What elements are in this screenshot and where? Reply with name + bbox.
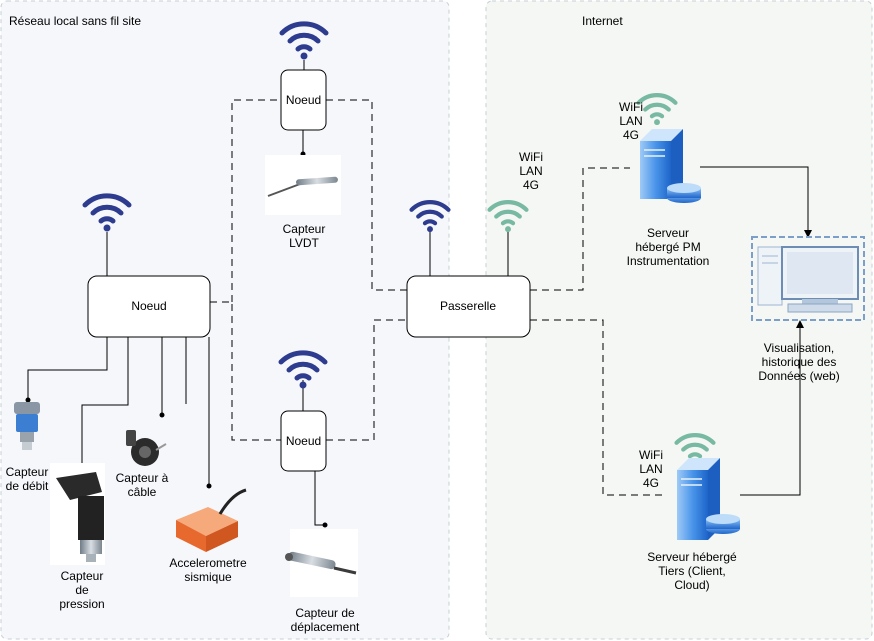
flow-sensor-label-line: Capteur	[6, 465, 49, 479]
server-pm-label-line: hébergé PM	[635, 240, 700, 254]
accelerometer-label-line: sismique	[184, 570, 232, 584]
server-pm-label-line: Serveur	[647, 226, 689, 240]
cable-sensor-label-line: Capteur à	[116, 471, 169, 485]
server-pm-label-line: Instrumentation	[627, 254, 710, 268]
gateway-link-types-line: WiFi	[519, 150, 543, 164]
node-bottom[interactable]: Noeud	[280, 410, 327, 472]
accelerometer-image	[176, 488, 247, 552]
zone-internet-title: Internet	[582, 14, 623, 28]
displacement-sensor-image	[285, 529, 358, 597]
client-computer-icon[interactable]	[751, 236, 865, 321]
node-left-label: Noeud	[131, 299, 166, 313]
node-top-label: Noeud	[286, 93, 321, 107]
server-pm-link-types-line: 4G	[623, 128, 639, 142]
server-pm-link-types-line: WiFi	[619, 100, 643, 114]
displacement-sensor-label-line: Capteur de	[295, 606, 355, 620]
gateway-box[interactable]: Passerelle	[406, 275, 531, 338]
pressure-sensor-label-line: de	[75, 583, 89, 597]
displacement-sensor-label-line: déplacement	[291, 620, 360, 634]
flow-sensor-image	[14, 402, 40, 450]
node-bottom-label: Noeud	[286, 434, 321, 448]
gateway-link-types-line: LAN	[519, 164, 542, 178]
client-computer-label-line: historique des	[762, 355, 837, 369]
pressure-sensor-image	[50, 463, 105, 565]
server-tiers-label-line: Serveur hébergé	[647, 550, 737, 564]
pressure-sensor-label-line: pression	[59, 597, 104, 611]
node-top[interactable]: Noeud	[280, 69, 327, 131]
solid-links	[27, 60, 812, 526]
network-dashed-links	[210, 99, 663, 496]
cable-sensor-image	[126, 430, 167, 466]
zone-local-title: Réseau local sans fil site	[9, 14, 141, 28]
server-tiers-icon[interactable]	[677, 458, 740, 540]
lvdt-sensor-image	[265, 155, 341, 215]
node-left[interactable]: Noeud	[87, 275, 211, 338]
server-tiers-label-line: Tiers (Client,	[658, 564, 726, 578]
client-computer-label-line: Données (web)	[758, 369, 839, 383]
server-pm-link-types-line: LAN	[619, 114, 642, 128]
cable-sensor-label-line: câble	[128, 485, 157, 499]
gateway-label: Passerelle	[440, 299, 496, 313]
flow-sensor-label-line: de débit	[6, 479, 49, 493]
server-pm-icon[interactable]	[640, 129, 701, 203]
gateway-link-types-line: 4G	[523, 178, 539, 192]
accelerometer-label-line: Accelerometre	[169, 556, 247, 570]
server-tiers-label-line: Cloud)	[674, 578, 709, 592]
pressure-sensor-label-line: Capteur	[61, 569, 104, 583]
server-tiers-link-types-line: 4G	[643, 476, 659, 490]
client-computer-label-line: Visualisation,	[764, 341, 835, 355]
server-tiers-link-types-line: LAN	[639, 462, 662, 476]
lvdt-sensor-label-line: LVDT	[289, 236, 319, 250]
server-tiers-link-types-line: WiFi	[639, 448, 663, 462]
lvdt-sensor-label-line: Capteur	[283, 222, 326, 236]
